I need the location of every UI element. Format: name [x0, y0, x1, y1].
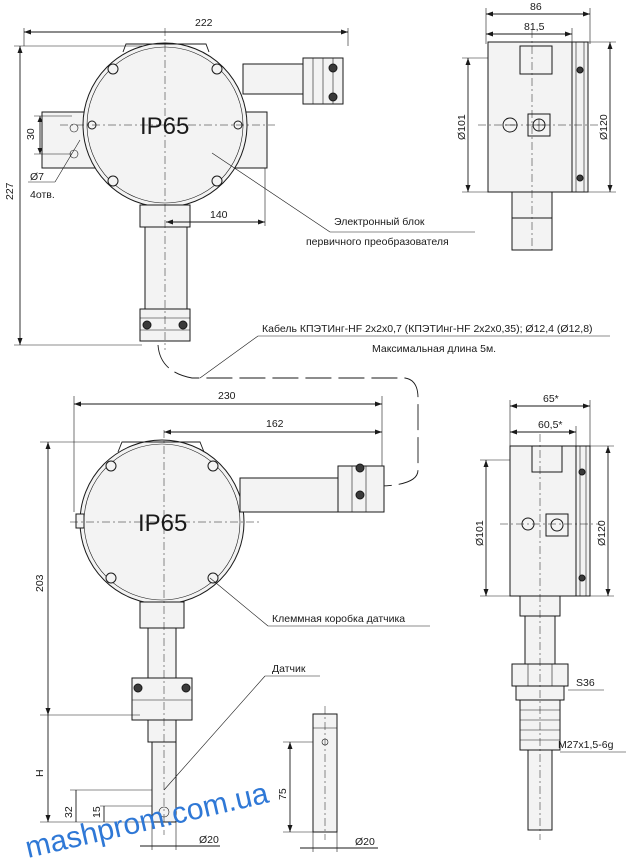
terminal-box-label: Клеммная коробка датчика	[272, 613, 405, 625]
cable-path: Кабель КПЭТИнг-HF 2х2х0,7 (КПЭТИнг-HF 2х…	[157, 323, 610, 487]
dim-75: 75	[277, 788, 289, 800]
bottom-enclosure-bolts	[105, 460, 219, 584]
dim-side2-101: Ø101	[474, 520, 486, 546]
sensor-detail-view: 75 Ø20	[277, 706, 378, 852]
top-enclosure-bolts	[87, 63, 243, 187]
dim-162: 162	[266, 418, 284, 430]
side-cover	[571, 41, 589, 193]
dim-H: H	[34, 769, 46, 777]
top-front-view: IP65 222 227 30 Ø7 4отв. 140 Электронный	[4, 17, 475, 350]
dim-203: 203	[34, 574, 46, 592]
side2-cover	[575, 445, 591, 597]
dim-thread: М27х1,5-6g	[558, 739, 614, 751]
dim-65: 65*	[543, 393, 559, 405]
dim-detail-diameter: Ø20	[355, 836, 375, 848]
dim-81-5: 81,5	[524, 21, 545, 33]
dim-probe-diameter: Ø20	[199, 834, 219, 846]
bottom-handle	[117, 441, 205, 453]
mount-hole	[69, 123, 79, 133]
bottom-neck	[139, 601, 185, 629]
dim-15: 15	[91, 806, 103, 818]
bottom-side-view: 65* 60,5* Ø101 Ø120 S36 М27х1,5-6g	[474, 393, 626, 840]
dim-230: 230	[218, 390, 236, 402]
dim-hole-count: 4отв.	[30, 189, 55, 201]
top-handle	[122, 43, 210, 53]
dim-222: 222	[195, 17, 213, 29]
dim-140: 140	[210, 209, 228, 221]
dim-s36: S36	[576, 677, 595, 689]
top-ip-label: IP65	[140, 113, 189, 140]
dim-30: 30	[25, 128, 37, 140]
side2-stem	[524, 615, 556, 665]
side2-top-gland	[531, 445, 563, 473]
top-pipe	[144, 226, 188, 310]
dim-32: 32	[63, 806, 75, 818]
electronic-block-label-2: первичного преобразователя	[306, 236, 449, 248]
sensor-label: Датчик	[272, 663, 306, 675]
bottom-nut	[131, 677, 193, 721]
cable-label-2: Максимальная длина 5м.	[372, 343, 496, 355]
dim-60-5: 60,5*	[538, 419, 563, 431]
dim-hole-diameter: Ø7	[30, 171, 44, 183]
cable-label-1: Кабель КПЭТИнг-HF 2х2х0,7 (КПЭТИнг-HF 2х…	[262, 323, 593, 335]
top-cable-gland	[242, 63, 306, 95]
dim-side-120: Ø120	[598, 114, 610, 140]
bottom-front-view: IP65 230 162 203 H 32 15 Ø20 Кл	[34, 390, 430, 850]
side-top-gland	[519, 45, 553, 75]
electronic-block-label-1: Электронный блок	[334, 216, 425, 228]
top-side-view: 86 81,5 Ø101 Ø120	[456, 1, 616, 251]
bottom-stem	[147, 627, 177, 679]
dim-side-101: Ø101	[456, 114, 468, 140]
watermark: mashprom.com.ua	[22, 777, 272, 863]
dim-side2-120: Ø120	[596, 520, 608, 546]
dim-227: 227	[4, 182, 16, 200]
bottom-cable-gland	[239, 477, 341, 513]
bottom-ip-label: IP65	[138, 510, 187, 537]
dim-86: 86	[530, 1, 542, 13]
bottom-cable-nut	[337, 465, 385, 513]
